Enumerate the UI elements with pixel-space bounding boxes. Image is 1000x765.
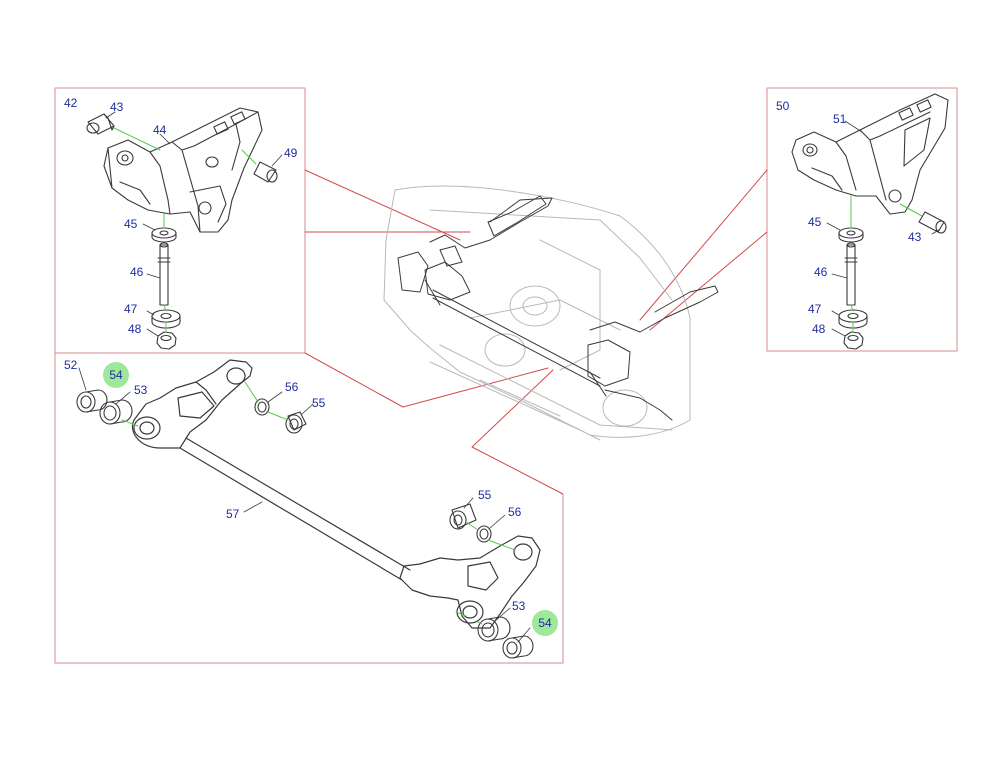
bolt-46-right	[844, 242, 858, 306]
callout-43-right[interactable]: 43	[908, 230, 922, 244]
bracket-44-left	[103, 107, 263, 233]
pin-49-left	[253, 161, 278, 183]
washer-45-right	[838, 227, 864, 243]
callout-46-right[interactable]: 46	[814, 265, 828, 279]
green-alignment-lines-right	[850, 195, 923, 333]
frame-right-bracket	[766, 87, 958, 352]
callout-56-lower[interactable]: 56	[508, 505, 522, 519]
callout-50[interactable]: 50	[776, 99, 790, 113]
ring-56-upper	[254, 398, 270, 416]
callout-48-right[interactable]: 48	[812, 322, 826, 336]
frame-stabilizer	[54, 352, 564, 664]
vehicle-highlighted-parts	[397, 195, 719, 421]
callout-46[interactable]: 46	[130, 265, 144, 279]
callout-42[interactable]: 42	[64, 96, 78, 110]
callout-48[interactable]: 48	[128, 322, 142, 336]
stabilizer-bar-57	[131, 359, 541, 629]
ring-56-lower	[476, 525, 492, 543]
callout-49[interactable]: 49	[284, 146, 298, 160]
callout-44[interactable]: 44	[153, 123, 167, 137]
callout-47-right[interactable]: 47	[808, 302, 822, 316]
bushing-53-lower	[477, 616, 511, 642]
callout-53[interactable]: 53	[134, 383, 148, 397]
bushing-54-upper	[76, 389, 108, 413]
bushing-53-upper	[99, 399, 133, 425]
bushing-54-lower	[502, 635, 534, 659]
callout-52[interactable]: 52	[64, 358, 78, 372]
bushing-55-upper	[285, 411, 307, 434]
callout-57[interactable]: 57	[226, 507, 240, 521]
callout-45-right[interactable]: 45	[808, 215, 822, 229]
callout-54-highlighted[interactable]: 54	[103, 362, 129, 388]
bracket-51-right	[791, 93, 949, 215]
callout-47[interactable]: 47	[124, 302, 138, 316]
callout-51[interactable]: 51	[833, 112, 847, 126]
callout-43[interactable]: 43	[110, 100, 124, 114]
pin-43-right	[918, 211, 947, 234]
nut-48-right	[843, 331, 864, 350]
washer-45-left	[151, 227, 177, 243]
green-alignment-lines-bottom	[121, 381, 516, 625]
callout-55[interactable]: 55	[312, 396, 326, 410]
bushing-55-lower	[449, 503, 477, 530]
callout-54-lower-highlighted[interactable]: 54	[532, 610, 558, 636]
pin-43-left	[86, 113, 115, 135]
callout-45[interactable]: 45	[124, 217, 138, 231]
callout-55-lower[interactable]: 55	[478, 488, 492, 502]
frame-leader-lines	[304, 169, 768, 495]
callout-56[interactable]: 56	[285, 380, 299, 394]
callout-leaders	[78, 111, 940, 643]
green-alignment-lines-left	[113, 127, 257, 333]
bolt-46-left	[157, 242, 171, 306]
callout-53-lower[interactable]: 53	[512, 599, 526, 613]
nut-48-left	[156, 331, 177, 350]
vehicle-chassis-view	[383, 185, 691, 441]
